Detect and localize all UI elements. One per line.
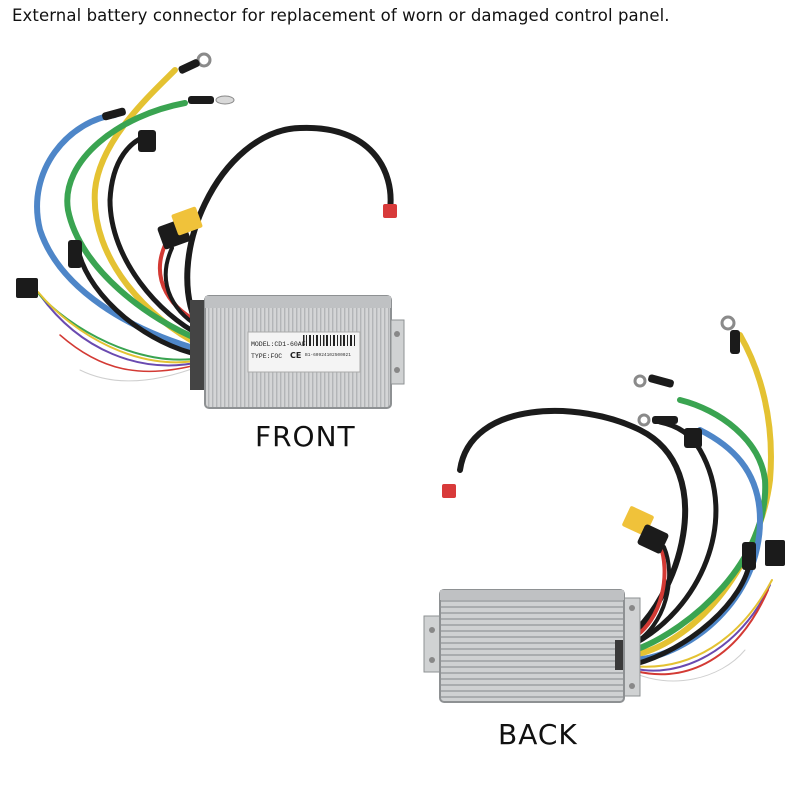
sticker-type: TYPE:FOC <box>251 353 282 360</box>
front-wire-harness <box>34 67 394 383</box>
front-controller: MODEL:CD1-60AF TYPE:FOC CE B1-6092410250… <box>16 52 405 409</box>
front-red-plug <box>383 204 397 218</box>
front-ring-terminals <box>102 52 235 152</box>
back-controller <box>423 315 785 703</box>
ce-mark-icon: CE <box>290 351 301 360</box>
back-housing <box>423 589 641 703</box>
front-hall-connector <box>16 278 38 298</box>
back-red-plug <box>442 484 456 498</box>
front-inline-connector <box>68 240 82 268</box>
back-inline-connector <box>742 542 756 570</box>
product-caption: External battery connector for replaceme… <box>12 6 670 25</box>
sticker-serial: B1-60924102500021 <box>305 352 351 358</box>
sticker-model: MODEL:CD1-60AF <box>251 341 306 348</box>
back-xt60-connector <box>622 506 669 554</box>
back-view-label: BACK <box>498 718 578 751</box>
back-ring-terminals <box>633 315 740 448</box>
front-housing: MODEL:CD1-60AF TYPE:FOC CE B1-6092410250… <box>190 295 405 409</box>
front-xt60-connector <box>157 206 203 250</box>
back-wire-harness <box>457 332 774 683</box>
front-barcode <box>303 335 355 346</box>
front-view-label: FRONT <box>255 420 356 453</box>
back-hall-connector <box>765 540 785 566</box>
